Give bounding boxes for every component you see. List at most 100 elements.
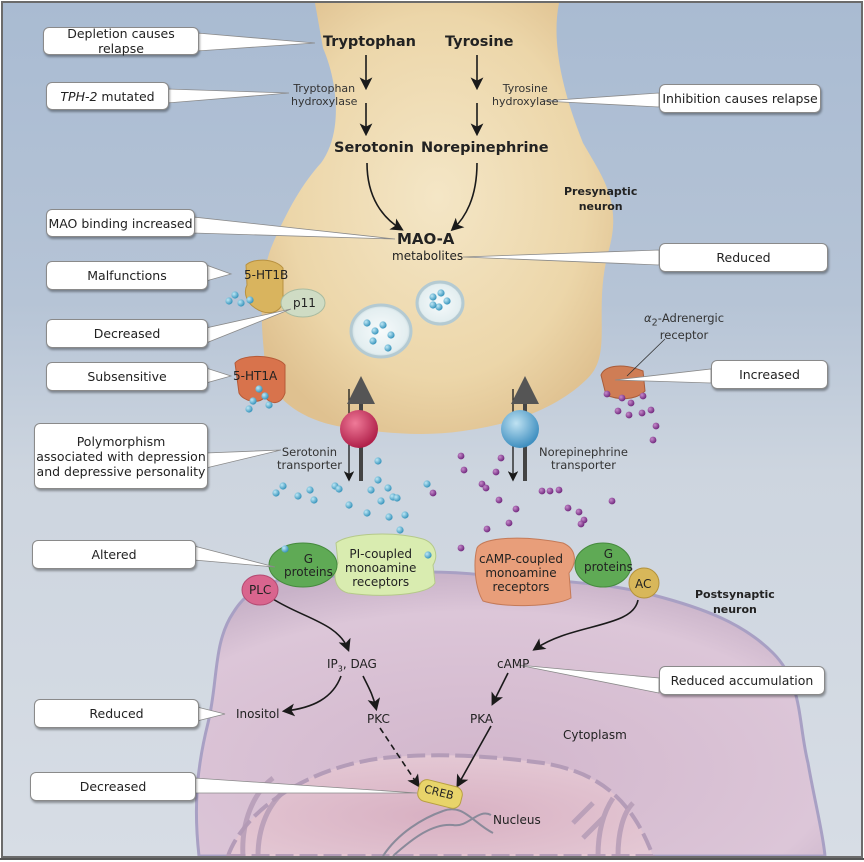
plc-enzyme-shape — [241, 574, 279, 606]
callout-alpha2-increased: Increased — [711, 360, 828, 389]
text-line: receptors — [492, 580, 550, 594]
norepinephrine-molecule — [638, 409, 646, 417]
text-line: Tyrosine — [502, 82, 548, 95]
serotonin-molecule — [429, 293, 437, 301]
5-ht1a-receptor — [234, 356, 286, 403]
tyrosine-label: Tyrosine — [445, 34, 514, 50]
serotonin-transporter-protein — [340, 410, 378, 448]
serotonin-molecule — [374, 457, 382, 465]
norepinephrine-molecule — [555, 486, 563, 494]
tryptophan-hydroxylase-label: Tryptophan hydroxylase — [291, 82, 357, 108]
serotonin-molecule — [272, 489, 280, 497]
postsynaptic-neuron-label: Postsynaptic neuron — [695, 587, 775, 617]
norepinephrine-molecule — [538, 487, 546, 495]
text-line: receptor — [659, 328, 709, 343]
norepinephrine-molecule — [497, 454, 505, 462]
cytoplasm-label: Cytoplasm — [563, 728, 627, 742]
synaptic-vesicle-2 — [415, 280, 465, 326]
serotonin-molecule — [367, 486, 375, 494]
5-ht1a-label: 5-HT1A — [233, 369, 278, 383]
nucleus-label: Nucleus — [493, 813, 541, 827]
serotonin-molecule — [265, 401, 273, 409]
dna-helix — [382, 808, 494, 856]
alpha2-leader — [626, 338, 666, 377]
callout-5ht1a-subsensitive: Subsensitive — [46, 362, 208, 391]
text-line: Norepinephrine — [539, 445, 628, 459]
serotonin-molecule — [306, 486, 314, 494]
callout-tph2-mutated: TPH-2 mutated — [46, 82, 169, 110]
serotonin-label: Serotonin — [334, 140, 414, 156]
text-part: IP — [327, 657, 338, 671]
norepinephrine-molecule — [639, 392, 647, 400]
serotonin-molecule — [377, 497, 385, 505]
ac-label: AC — [635, 577, 652, 591]
norepinephrine-label: Norepinephrine — [421, 140, 549, 156]
text-line: receptors — [352, 575, 410, 589]
callout-5ht1b-malfunctions: Malfunctions — [46, 261, 208, 290]
mao-a-label: MAO-A — [397, 230, 455, 248]
norepinephrine-molecule — [603, 390, 611, 398]
inositol-label: Inositol — [236, 707, 280, 721]
serotonin-molecule — [231, 291, 239, 299]
serotonin-molecule — [246, 296, 254, 304]
text-line: proteins — [584, 560, 633, 574]
text-line: hydroxylase — [492, 95, 559, 108]
text-line: transporter — [277, 458, 342, 472]
text-line: monoamine — [345, 561, 417, 575]
ip3-dag-label: IP3, DAG — [327, 657, 377, 676]
serotonin-molecule — [424, 551, 432, 559]
g-proteins-right-label: G proteins — [584, 548, 633, 574]
text-part: mutated — [97, 88, 155, 104]
norepinephrine-molecule — [495, 496, 503, 504]
serotonin-molecule — [443, 297, 451, 305]
synaptic-vesicle-1 — [349, 303, 413, 359]
g-protein-right-shape — [574, 542, 632, 588]
callout-metabolites-reduced: Reduced — [659, 243, 828, 272]
p11-label: p11 — [293, 296, 316, 310]
text-line: Polymorphism — [76, 433, 166, 449]
serotonin-molecule — [437, 289, 445, 297]
serotonin-molecule — [384, 484, 392, 492]
presynaptic-neuron — [261, 3, 614, 434]
neurotransmitter-particles — [225, 289, 660, 559]
serotonin-molecule — [401, 511, 409, 519]
metabolites-label: metabolites — [392, 249, 464, 263]
serotonin-molecule — [387, 331, 395, 339]
serotonin-molecule — [363, 319, 371, 327]
alpha2-adrenergic-receptor-shape — [600, 365, 646, 400]
text-line: Tryptophan — [293, 82, 356, 95]
text-line: cAMP-coupled — [479, 552, 563, 566]
norepinephrine-molecule — [627, 399, 635, 407]
tryptophan-label: Tryptophan — [323, 34, 416, 50]
norepinephrine-transporter-protein — [501, 410, 539, 448]
text-line: associated with depression — [36, 448, 206, 464]
serotonin-molecule — [396, 526, 404, 534]
serotonin-molecule — [335, 485, 343, 493]
serotonin-molecule — [371, 327, 379, 335]
serotonin-molecule — [384, 344, 392, 352]
text-line: proteins — [284, 565, 333, 579]
norepinephrine-molecule — [482, 484, 490, 492]
norepinephrine-molecule — [483, 525, 491, 533]
norepinephrine-molecule — [649, 436, 657, 444]
text-line: monoamine — [485, 566, 557, 580]
neuron-illustration — [166, 3, 827, 856]
norepinephrine-molecule — [505, 519, 513, 527]
tyrosine-hydroxylase-label: Tyrosine hydroxylase — [492, 82, 558, 108]
serotonin-molecule — [369, 337, 377, 345]
ac-enzyme-shape — [628, 567, 660, 599]
callout-polymorphism: Polymorphism associated with depression … — [34, 423, 208, 489]
g-proteins-left-label: G proteins — [284, 553, 333, 579]
callout-depletion-causes-relapse: Depletion causes relapse — [43, 26, 199, 56]
pka-label: PKA — [470, 712, 494, 726]
text-line: -Adrenergic — [657, 311, 725, 325]
norepinephrine-molecule — [457, 452, 465, 460]
callout-creb-decreased: Decreased — [30, 772, 196, 801]
callout-pointers — [166, 32, 712, 794]
subscript: 3 — [337, 664, 343, 674]
norepinephrine-molecule — [429, 489, 437, 497]
serotonin-molecule — [281, 545, 289, 553]
serotonin-molecule — [249, 397, 257, 405]
plc-label: PLC — [249, 583, 272, 597]
